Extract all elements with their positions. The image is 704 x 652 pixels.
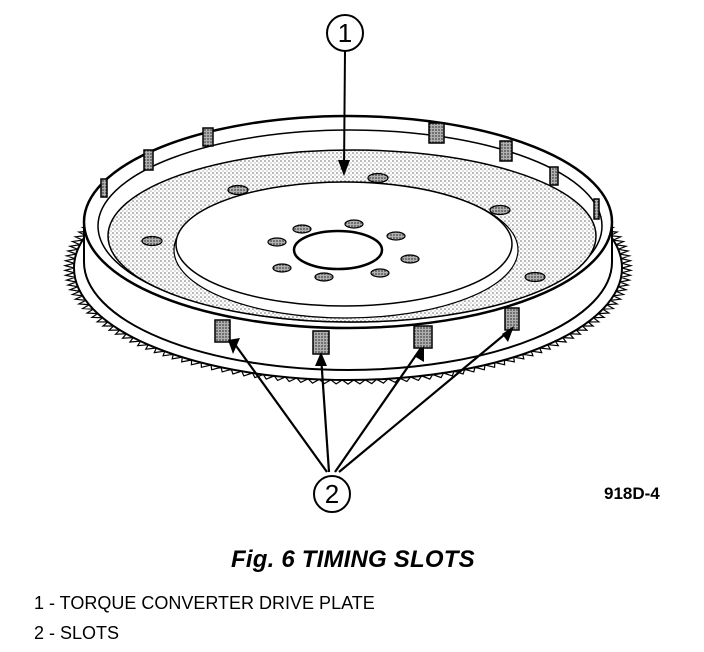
timing-slot-3	[413, 325, 433, 349]
figure-caption: Fig. 6 TIMING SLOTS	[231, 546, 475, 573]
callout-1: 1	[326, 14, 364, 176]
timing-slots	[100, 122, 600, 355]
plate-mounting-holes	[141, 172, 546, 283]
hub-bolt-holes	[267, 219, 420, 282]
callout-2-label: 2	[325, 479, 339, 509]
timing-slot-2	[312, 330, 330, 355]
legend-item-2: 2 - SLOTS	[34, 623, 119, 644]
center-bore	[292, 229, 384, 271]
timing-slot-1	[214, 319, 231, 343]
callout-2: 2	[228, 326, 514, 513]
timing-slot-4	[504, 307, 520, 331]
figure-code: 918D-4	[604, 484, 660, 503]
callout-1-label: 1	[338, 18, 352, 48]
legend-num-2: 2	[34, 623, 45, 643]
legend-num-1: 1	[34, 593, 45, 613]
legend-text-2: - SLOTS	[44, 623, 120, 643]
legend-item-1: 1 - TORQUE CONVERTER DRIVE PLATE	[34, 593, 375, 614]
drive-plate-illustration: 1 2	[62, 14, 634, 513]
legend-text-1: - TORQUE CONVERTER DRIVE PLATE	[44, 593, 375, 613]
